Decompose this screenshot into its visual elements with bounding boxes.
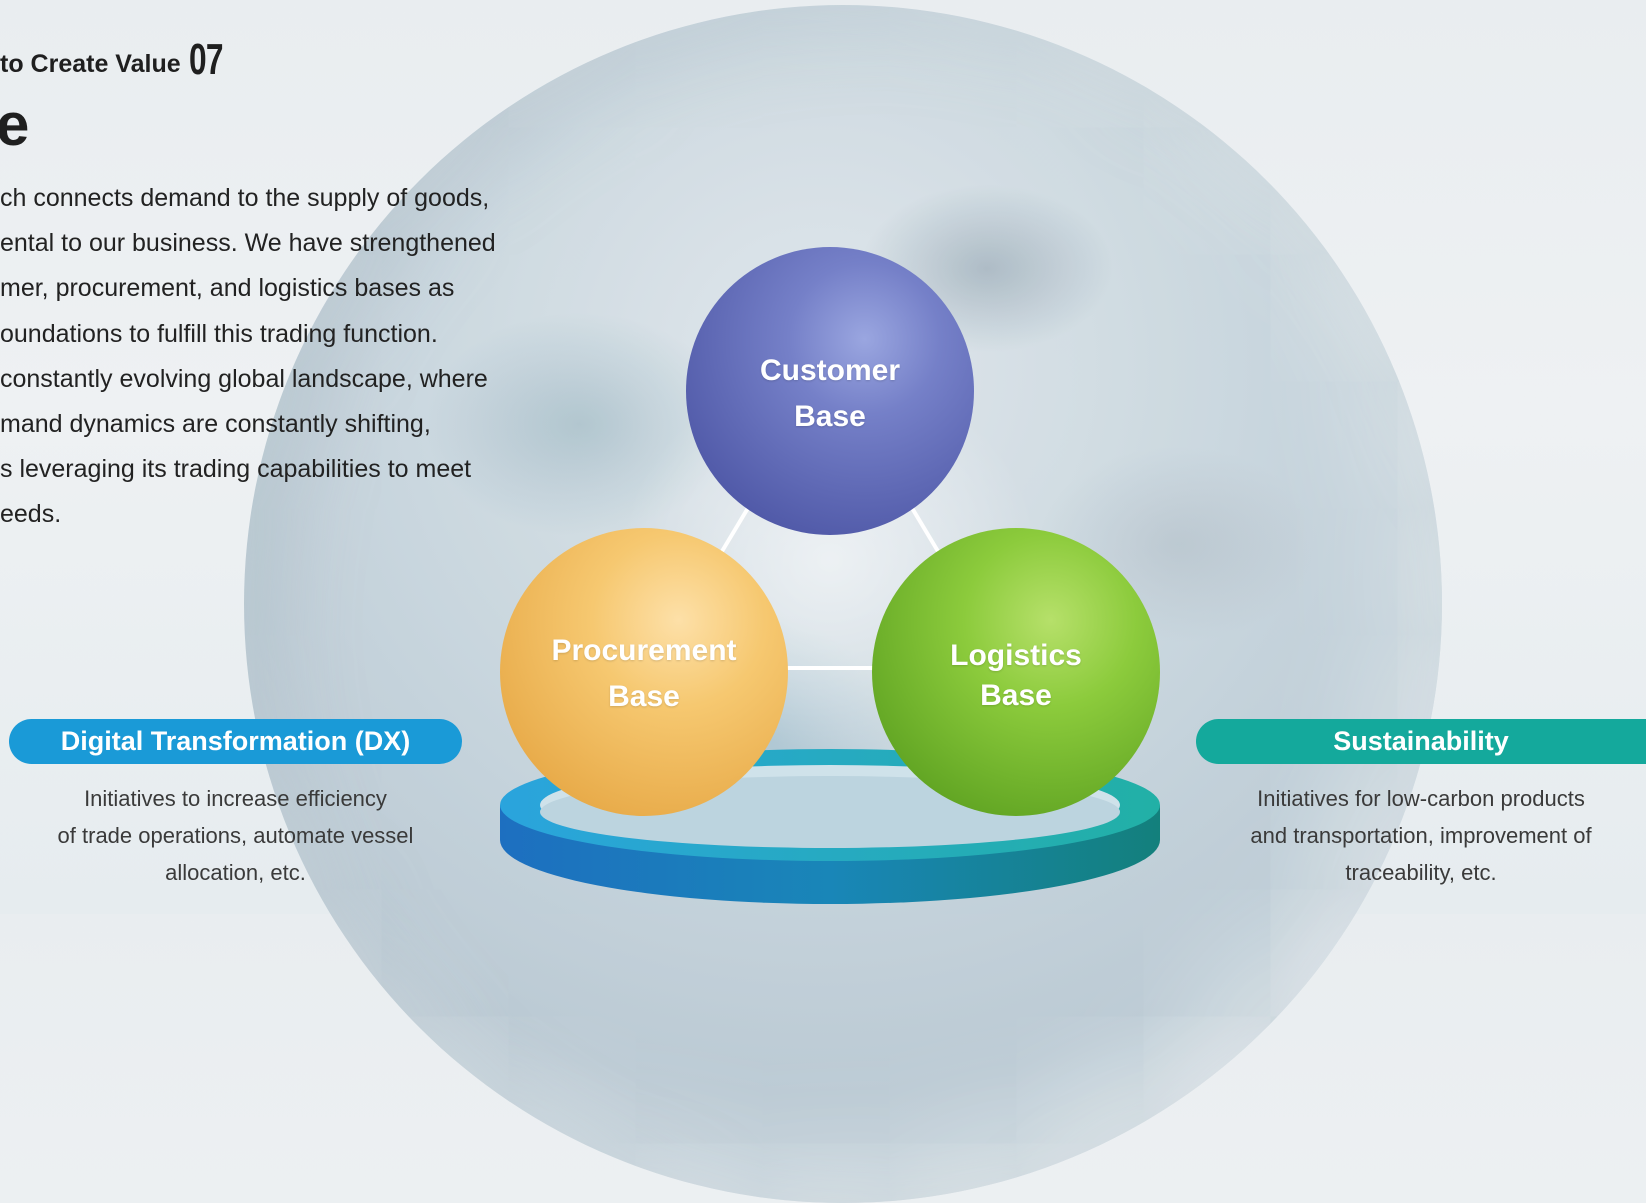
dx-desc-line: of trade operations, automate vessel bbox=[57, 823, 414, 848]
dx-desc-line: Initiatives to increase efficiency bbox=[84, 786, 387, 811]
customer-base-line1: Customer bbox=[759, 354, 901, 387]
logistics-base-line1: Logistics bbox=[950, 639, 1082, 672]
dx-pillar-badge: Digital Transformation (DX) bbox=[9, 719, 462, 764]
intro-line: constantly evolving global landscape, wh… bbox=[0, 364, 488, 393]
procurement-base-line1: Procurement bbox=[551, 634, 737, 667]
logistics-base-line2: Base bbox=[980, 679, 1052, 712]
intro-paragraph: ch connects demand to the supply of good… bbox=[0, 176, 600, 538]
customer-base-line2: Base bbox=[794, 400, 866, 433]
page-heading: e bbox=[0, 91, 30, 158]
intro-line: ch connects demand to the supply of good… bbox=[0, 184, 490, 212]
section-title: to Create Value 07 bbox=[0, 38, 236, 82]
dx-desc-line: allocation, etc. bbox=[165, 860, 306, 885]
sustainability-pillar-badge: Sustainability bbox=[1196, 719, 1646, 764]
section-number: 07 bbox=[188, 35, 224, 84]
logistics-base-label: Logistics Base bbox=[871, 636, 1161, 716]
intro-line: eeds. bbox=[0, 500, 62, 529]
sustainability-pillar-description: Initiatives for low-carbon products and … bbox=[1196, 780, 1646, 891]
logistics-base-sphere bbox=[872, 528, 1160, 816]
sustainability-desc-line: traceability, etc. bbox=[1345, 860, 1497, 885]
procurement-base-label: Procurement Base bbox=[499, 628, 789, 720]
triangle-connectors bbox=[716, 506, 944, 670]
sustainability-desc-line: Initiatives for low-carbon products bbox=[1257, 786, 1585, 811]
intro-line: mer, procurement, and logistics bases as bbox=[0, 274, 455, 303]
intro-line: s leveraging its trading capabilities to… bbox=[0, 455, 472, 484]
procurement-base-line2: Base bbox=[608, 680, 680, 713]
customer-base-label: Customer Base bbox=[685, 348, 975, 440]
sustainability-desc-line: and transportation, improvement of bbox=[1250, 823, 1592, 848]
section-title-text: to Create Value bbox=[0, 50, 181, 78]
intro-line: mand dynamics are constantly shifting, bbox=[0, 410, 431, 439]
procurement-base-sphere bbox=[500, 528, 788, 816]
base-diagram bbox=[500, 247, 1160, 904]
customer-base-sphere bbox=[686, 247, 974, 535]
intro-line: ental to our business. We have strengthe… bbox=[0, 229, 496, 258]
intro-line: oundations to fulfill this trading funct… bbox=[0, 319, 438, 348]
dx-pillar-description: Initiatives to increase efficiency of tr… bbox=[9, 780, 462, 891]
